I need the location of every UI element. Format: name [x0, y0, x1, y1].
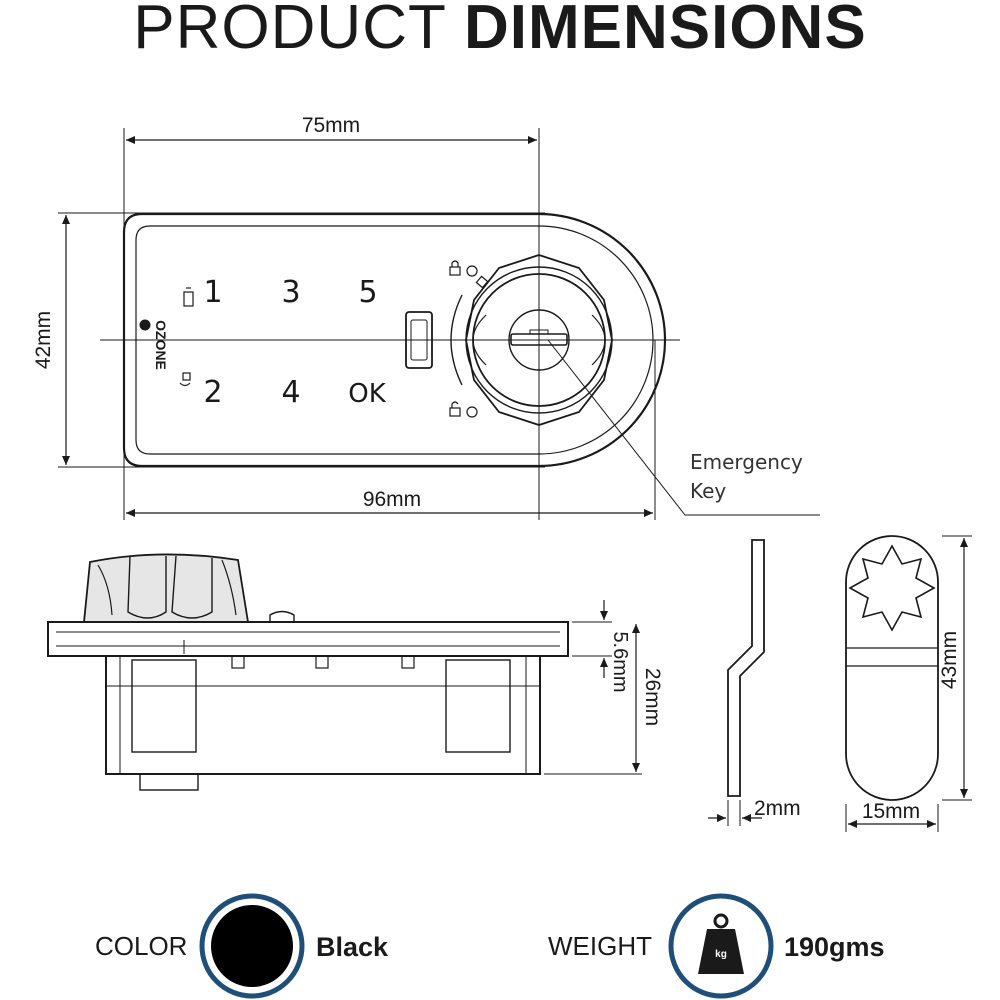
dim-label-26: 26mm	[641, 668, 664, 726]
key-4: 4	[281, 375, 300, 410]
dim-label-5-6: 5.6mm	[609, 631, 631, 692]
key-5: 5	[358, 275, 377, 310]
rotation-arc	[450, 294, 463, 386]
weight-icon-ring	[668, 893, 774, 999]
color-label: COLOR	[95, 931, 187, 961]
star-cutout	[848, 544, 936, 632]
callout-key: Key	[690, 479, 726, 503]
cam-outline	[845, 535, 939, 801]
key-1: 1	[203, 275, 222, 310]
side-knob	[83, 553, 250, 623]
key-3: 3	[281, 275, 300, 310]
padlock-open-icon	[449, 401, 478, 418]
weight-attribute: WEIGHT kg 190gms	[548, 893, 885, 999]
key-indicator-icon	[179, 372, 191, 387]
lock-face-inner	[135, 225, 654, 455]
side-clip-right	[445, 659, 511, 753]
color-swatch	[211, 905, 293, 987]
color-swatch-ring	[199, 893, 305, 999]
dim-label-width-96: 96mm	[363, 488, 421, 511]
dim-label-width-75: 75mm	[302, 114, 360, 137]
latch-button	[405, 311, 433, 369]
cam-side-view	[708, 539, 765, 826]
brand-logo-icon	[139, 319, 151, 331]
side-view	[47, 553, 642, 791]
key-ok: OK	[348, 379, 386, 409]
side-tail	[139, 773, 199, 791]
top-view	[58, 128, 820, 520]
cam-front-view	[845, 535, 972, 832]
lock-body-outline	[122, 212, 667, 468]
dim-label-15mm: 15mm	[862, 800, 920, 823]
padlock-closed-icon	[449, 260, 478, 277]
side-body	[105, 655, 541, 775]
battery-icon	[183, 287, 194, 307]
keypad: 1 3 5 2 4 OK	[203, 275, 386, 410]
weight-kg-icon: kg	[698, 913, 744, 974]
key-2: 2	[203, 375, 222, 410]
callout-emergency: Emergency	[690, 450, 803, 474]
page-title: PRODUCT DIMENSIONS	[0, 0, 1000, 59]
weight-value: 190gms	[784, 932, 885, 962]
side-plate	[47, 621, 569, 657]
color-attribute: COLOR Black	[95, 893, 389, 999]
cam-profile	[727, 539, 765, 797]
color-value: Black	[316, 932, 389, 962]
dim-label-2mm: 2mm	[754, 797, 801, 820]
side-clip-left	[131, 659, 197, 753]
brand-text: OZONE	[153, 320, 169, 370]
weight-label: WEIGHT	[548, 931, 652, 961]
dim-label-height-42: 42mm	[32, 311, 55, 369]
emergency-key-knob	[465, 254, 613, 426]
callout-leader	[547, 339, 820, 516]
title-bold: DIMENSIONS	[463, 0, 867, 62]
weight-icon-text: kg	[715, 949, 727, 960]
title-light: PRODUCT	[133, 0, 446, 62]
dim-label-43mm: 43mm	[938, 631, 961, 689]
